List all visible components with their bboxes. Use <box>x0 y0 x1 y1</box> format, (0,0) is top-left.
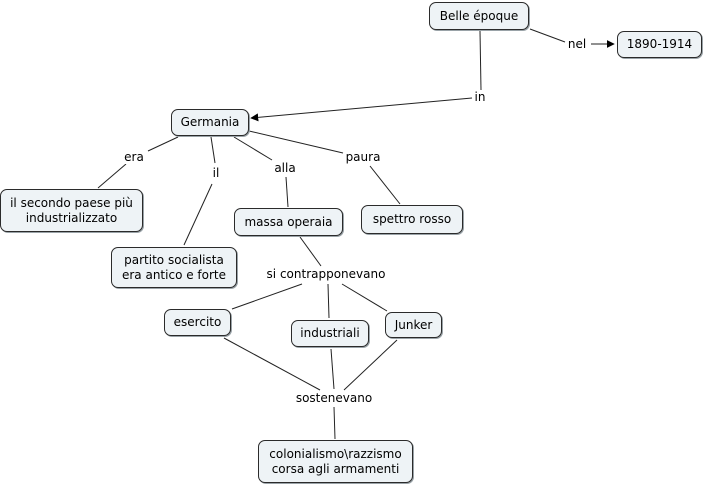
link-label-si-contrapponevano[interactable]: si contrapponevano <box>265 267 387 281</box>
link-label-alla[interactable]: alla <box>273 161 297 175</box>
node-industriali[interactable]: industriali <box>291 320 369 347</box>
line-contrapp-esercito <box>231 283 303 310</box>
line-in-germania <box>250 97 473 122</box>
link-label-era[interactable]: era <box>123 150 145 164</box>
link-label-sostenevano[interactable]: sostenevano <box>294 391 374 405</box>
line-junker-sostenevano <box>343 339 398 391</box>
link-label-in[interactable]: in <box>473 90 487 104</box>
line-contrapp-industriali <box>327 283 330 319</box>
line-germania-era <box>147 136 179 152</box>
line-industriali-sostenevano <box>330 348 335 390</box>
line-belle-in <box>479 30 482 91</box>
line-alla-massa <box>285 176 289 208</box>
node-partito-socialista[interactable]: partito socialista era antico e forte <box>111 247 237 288</box>
line-era-secondo <box>97 163 127 189</box>
line-il-partito <box>183 183 213 246</box>
node-colonialismo[interactable]: colonialismo\razzismo corsa agli armamen… <box>258 440 413 483</box>
node-belle-epoque[interactable]: Belle époque <box>429 2 529 30</box>
node-germania[interactable]: Germania <box>171 109 249 136</box>
line-germania-paura <box>248 130 344 154</box>
node-massa-operaia[interactable]: massa operaia <box>234 208 343 236</box>
line-contrapp-junker <box>341 283 388 312</box>
node-secondo-paese[interactable]: il secondo paese più industrializzato <box>0 189 143 232</box>
node-esercito[interactable]: esercito <box>164 309 231 336</box>
line-germania-alla <box>233 136 273 161</box>
link-label-paura[interactable]: paura <box>344 150 382 164</box>
line-germania-il <box>210 136 216 164</box>
link-label-il[interactable]: il <box>211 166 221 180</box>
line-massa-contrapp <box>299 236 322 267</box>
line-belle-nel <box>529 28 566 43</box>
line-esercito-sostenevano <box>223 337 321 391</box>
line-paura-spettro <box>369 165 401 205</box>
link-label-nel[interactable]: nel <box>566 37 588 51</box>
node-spettro-rosso[interactable]: spettro rosso <box>361 205 463 234</box>
node-junker[interactable]: Junker <box>385 312 442 338</box>
node-period-1890-1914[interactable]: 1890-1914 <box>617 31 702 58</box>
line-sostenevano-colonialismo <box>333 406 336 440</box>
